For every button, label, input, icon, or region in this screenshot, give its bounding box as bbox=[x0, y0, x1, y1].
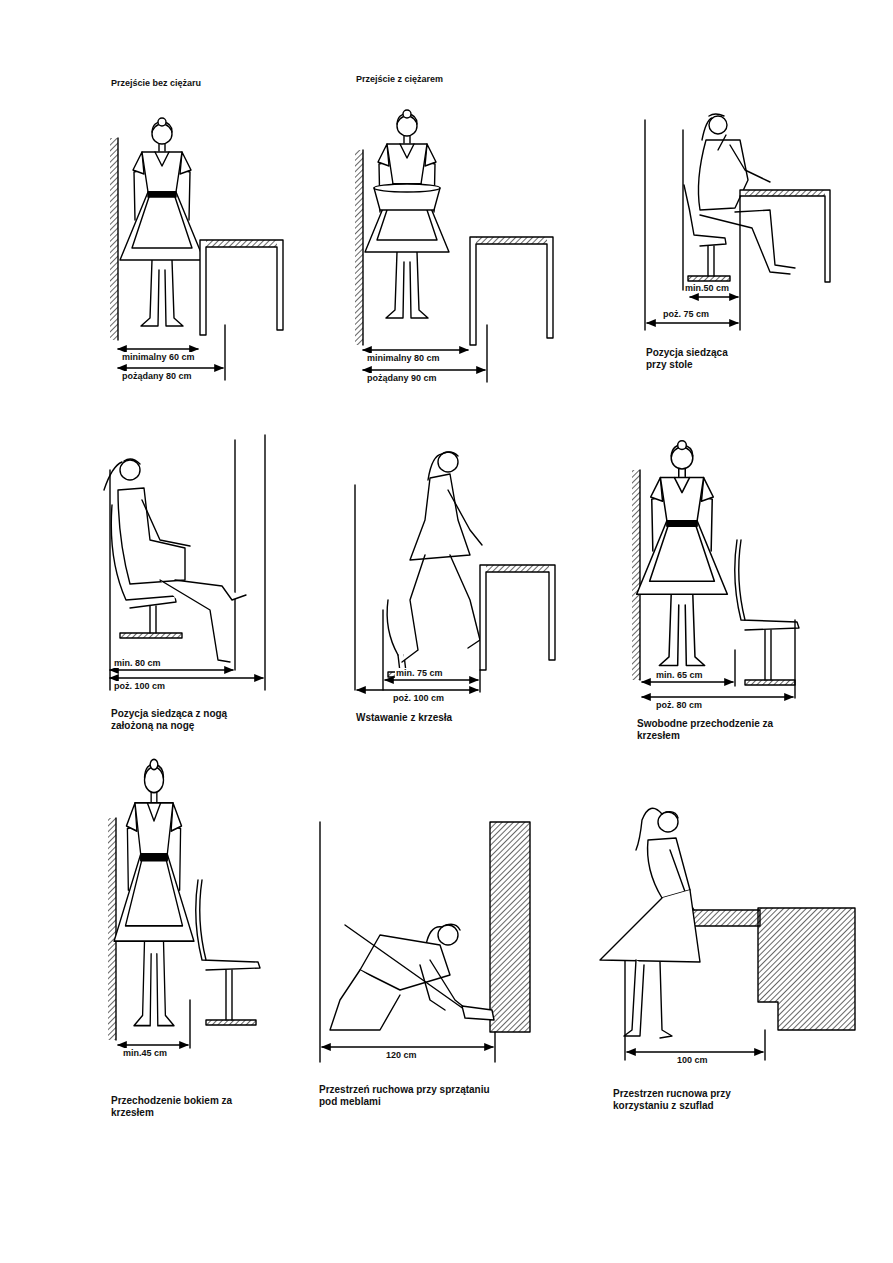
panel-caption: Przestrzeń ruchowa przy sprzątaniu pod m… bbox=[318, 1084, 500, 1107]
dimension-label: min.50 cm bbox=[684, 283, 730, 293]
panel-caption: Przechodzenie bokiem za krzesłem bbox=[110, 1095, 252, 1118]
panel-caption: Pozycja siedząca z nogą założoną na nogę bbox=[110, 708, 272, 731]
dimension-label: min. 65 cm bbox=[655, 670, 704, 680]
dimension-label: min. 80 cm bbox=[113, 658, 162, 668]
dimension-label: minimalny 60 cm bbox=[121, 352, 196, 362]
dimension-label: min.45 cm bbox=[122, 1048, 168, 1058]
dimension-label: poż. 75 cm bbox=[662, 309, 710, 319]
panel-title: Przejście bez ciężaru bbox=[110, 78, 202, 88]
panel-caption: Przestrzen rucnowa przy korzystaniu z sz… bbox=[612, 1088, 779, 1111]
dimension-label: min. 75 cm bbox=[395, 668, 444, 678]
dimension-label: poż. 100 cm bbox=[392, 693, 445, 703]
dimension-label: pożądany 90 cm bbox=[366, 373, 438, 383]
panel-caption: Pozycja siedząca przy stole bbox=[645, 347, 747, 370]
panel-caption: Wstawanie z krzesła bbox=[355, 712, 453, 724]
dimension-label: poż. 80 cm bbox=[655, 700, 703, 710]
dimension-label: pożądany 80 cm bbox=[121, 371, 193, 381]
panel-title: Przejście z ciężarem bbox=[355, 74, 444, 84]
panel-caption: Swobodne przechodzenie za krzesłem bbox=[636, 718, 788, 741]
dimension-label: minimalny 80 cm bbox=[366, 353, 441, 363]
dimension-label: 120 cm bbox=[385, 1050, 418, 1060]
dimension-label: 100 cm bbox=[676, 1055, 709, 1065]
dimension-label: poż. 100 cm bbox=[113, 681, 166, 691]
